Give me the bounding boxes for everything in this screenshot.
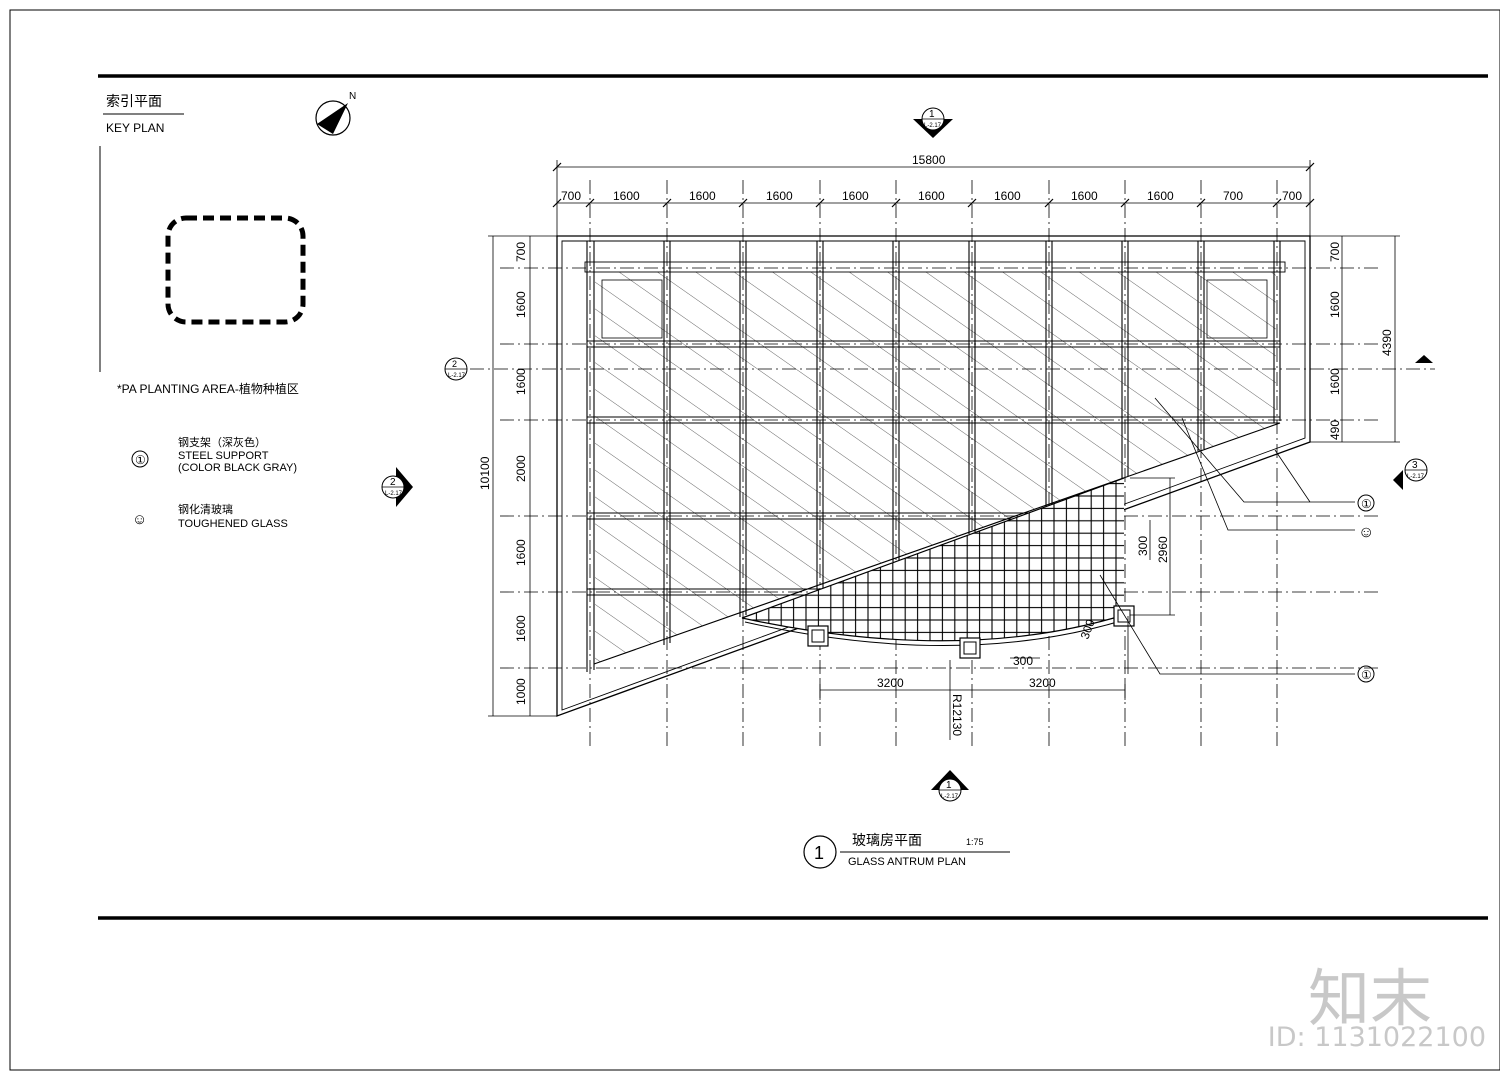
dim-top-2: 1600 — [613, 189, 640, 203]
key-plan-title-cn: 索引平面 — [106, 93, 162, 109]
section-number: 3 — [1412, 460, 1418, 471]
dim-top-8: 1600 — [1071, 189, 1098, 203]
legend-item-toughened-glass: ☺ 钢化清玻璃 TOUGHENED GLASS — [132, 502, 288, 530]
callout-symbol: ① — [1361, 497, 1372, 511]
dim-right-2: 1600 — [1328, 291, 1342, 318]
section-marker-top: 1 L-2.17 — [913, 107, 953, 138]
callout-1-bottom: ① — [1357, 665, 1375, 683]
dim-right-total: 4390 — [1380, 329, 1394, 356]
legend-symbol: ☺ — [132, 511, 147, 528]
steel-frame — [586, 241, 1281, 672]
dim-left-7: 1000 — [514, 678, 528, 705]
plan-scale: 1:75 — [966, 837, 984, 847]
watermark-brand: 知末 — [1307, 962, 1432, 1035]
dim-2960: 2960 — [1156, 536, 1170, 563]
dim-ticks — [552, 162, 1315, 208]
callout-glass: ☺ — [1358, 524, 1374, 541]
dim-right-1: 700 — [1328, 242, 1342, 262]
section-ref: L-2.17 — [941, 794, 959, 800]
legend-label-en: TOUGHENED GLASS — [178, 518, 288, 530]
column-pad — [807, 625, 829, 647]
section-ref: L-2.17 — [448, 373, 466, 379]
legend-label-cn: 钢支架（深灰色） — [178, 435, 266, 449]
legend-label-en-2: (COLOR BLACK GRAY) — [178, 462, 297, 474]
dim-left-total: 10100 — [478, 456, 492, 490]
dim-300-horizontal: 300 — [1013, 654, 1033, 668]
section-ref: L-2.17 — [1407, 474, 1425, 480]
dimension-lines — [488, 160, 1400, 740]
column-pad — [1113, 605, 1135, 627]
legend-label-cn: 钢化清玻璃 — [178, 502, 233, 516]
section-marker-right: 3 L-2.17 — [1393, 458, 1428, 490]
dim-radius: R12130 — [950, 694, 964, 736]
legend-item-steel-support: ① 钢支架（深灰色） STEEL SUPPORT (COLOR BLACK GR… — [131, 435, 297, 474]
north-arrow-icon: N — [315, 91, 356, 136]
dim-top-11: 700 — [1282, 189, 1302, 203]
plan-title-en: GLASS ANTRUM PLAN — [848, 856, 966, 868]
section-number: 2 — [390, 477, 396, 488]
section-ref: L-2.17 — [385, 491, 403, 497]
legend-symbol: ① — [135, 453, 146, 467]
legend-label-en: STEEL SUPPORT — [178, 450, 269, 462]
callout-symbol: ① — [1361, 668, 1372, 682]
dim-left-6: 1600 — [514, 615, 528, 642]
section-number: 1 — [929, 109, 935, 120]
dim-right-4: 490 — [1328, 420, 1342, 440]
key-plan-outline — [165, 215, 306, 325]
section-marker-bottom: 1 L-2.17 — [931, 770, 969, 802]
dim-top-10: 700 — [1223, 189, 1243, 203]
dim-300-vertical: 300 — [1136, 536, 1150, 556]
legend: ① 钢支架（深灰色） STEEL SUPPORT (COLOR BLACK GR… — [131, 435, 297, 530]
dim-top-segments: 700 1600 1600 1600 1600 1600 1600 1600 1… — [561, 189, 1302, 203]
key-plan-title-en: KEY PLAN — [106, 121, 164, 135]
dim-top-6: 1600 — [918, 189, 945, 203]
dim-300-diag: 300 — [1078, 617, 1098, 641]
level-marker-icon — [1415, 355, 1433, 363]
sheet-border — [9, 9, 1500, 1071]
north-label: N — [349, 91, 356, 102]
plan-title-number: 1 — [814, 843, 824, 863]
section-ref: L-2.17 — [924, 123, 942, 129]
dim-left-2: 1600 — [514, 291, 528, 318]
plan-title-cn: 玻璃房平面 — [852, 832, 922, 848]
dim-left-5: 1600 — [514, 539, 528, 566]
dim-left-segments: 700 1600 1600 2000 1600 1600 1000 10100 — [478, 242, 528, 705]
section-number: 1 — [946, 780, 952, 791]
planting-note: *PA PLANTING AREA-植物种植区 — [117, 381, 299, 396]
column-pad — [959, 637, 981, 659]
dim-top-1: 700 — [561, 189, 581, 203]
dim-top-7: 1600 — [994, 189, 1021, 203]
dim-top-9: 1600 — [1147, 189, 1174, 203]
callout-symbol: ☺ — [1358, 524, 1374, 541]
section-number: 2 — [452, 359, 457, 369]
section-marker-west: 2 L-2.17 — [381, 467, 413, 507]
dim-left-1: 700 — [514, 242, 528, 262]
dim-top-5: 1600 — [842, 189, 869, 203]
dim-3200-right: 3200 — [1029, 676, 1056, 690]
key-plan: 索引平面 KEY PLAN N *PA PLANTING AREA-植物种植区 — [99, 91, 356, 396]
dim-left-4: 2000 — [514, 455, 528, 482]
callout-1-top: ① — [1357, 494, 1375, 512]
dim-right-segments: 700 1600 1600 490 4390 — [1328, 242, 1394, 440]
plan-title: 1 玻璃房平面 1:75 GLASS ANTRUM PLAN — [803, 832, 1010, 869]
dim-top-3: 1600 — [689, 189, 716, 203]
dim-3200-left: 3200 — [877, 676, 904, 690]
dim-overall-width: 15800 — [912, 153, 946, 167]
section-marker-left: 2 L-2.17 — [444, 357, 468, 381]
callout-leaders — [1099, 397, 1355, 675]
dim-left-3: 1600 — [514, 368, 528, 395]
watermark-id: ID: 1131022100 — [1267, 1022, 1486, 1053]
dim-top-4: 1600 — [766, 189, 793, 203]
dim-right-3: 1600 — [1328, 368, 1342, 395]
glass-atrium-plan: 15800 700 1600 1600 1600 1600 1600 1600 … — [470, 153, 1435, 750]
